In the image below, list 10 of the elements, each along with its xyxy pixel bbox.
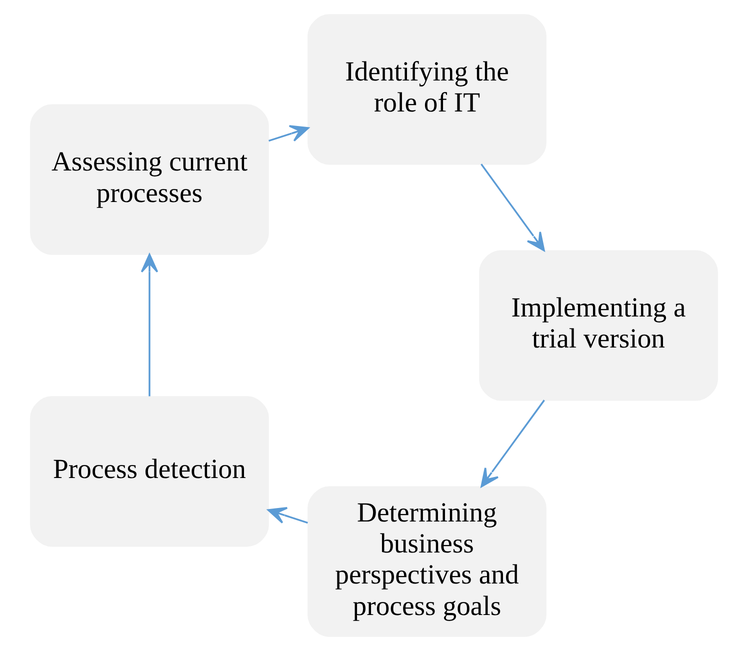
arrow (140, 254, 158, 396)
arrow (480, 400, 544, 488)
arrow (268, 125, 309, 142)
node-box: Assessing current processes (30, 104, 268, 255)
arrow (480, 164, 544, 252)
node-box: Determining business perspectives and process goals (307, 486, 546, 637)
node-box: Identifying the role of IT (307, 14, 546, 165)
node-box: Implementing a trial version (478, 250, 718, 401)
node-box: Process detection (30, 396, 268, 547)
arrow (266, 507, 308, 524)
